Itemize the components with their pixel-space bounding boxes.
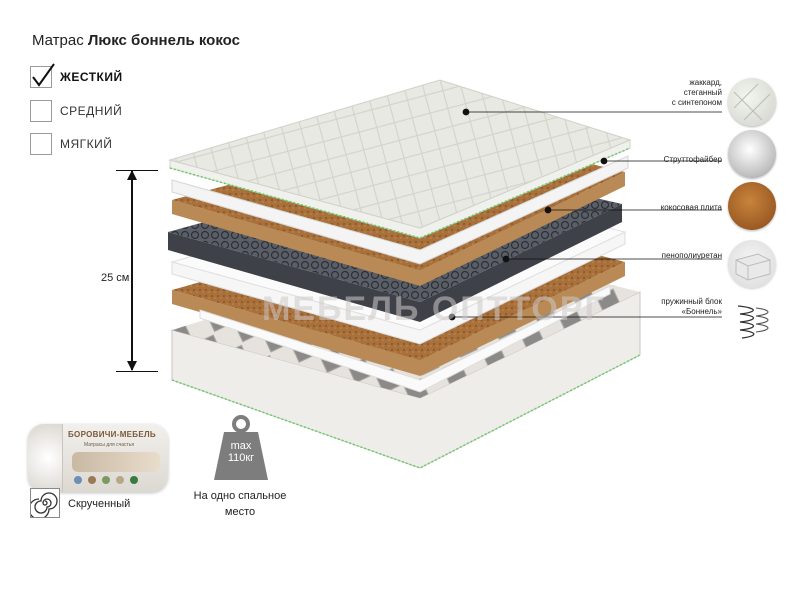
spiral-icon (28, 492, 58, 520)
weight-value: 110кг (227, 452, 255, 464)
foam-block-icon (735, 253, 771, 281)
struttofiber-layer (171, 155, 629, 265)
product-title: Матрас Люкс боннель кокос (32, 32, 240, 49)
callout-lines (448, 108, 722, 321)
weight-caption: На одно спальное место (193, 490, 287, 518)
quilt-pattern-icon (733, 83, 771, 121)
firmness-label: СРЕДНИЙ (60, 104, 123, 118)
checkmark-icon (32, 63, 55, 87)
title-name: Люкс боннель кокос (87, 32, 240, 49)
layer-label-springs: пружинный блок «Боннель» (661, 297, 722, 316)
dimension-arrows-icon (127, 170, 137, 371)
checkbox-checked[interactable] (30, 63, 55, 88)
firmness-label: ЖЕСТКИЙ (60, 70, 123, 84)
roll-feature-icons (74, 476, 138, 484)
height-label: 25 см (101, 272, 130, 284)
roll-subtitle: Матрасы для счастья (84, 442, 135, 448)
feature-dot-icon (102, 476, 110, 484)
quilted-jacquard-swatch-icon (728, 78, 776, 126)
feature-dot-icon (116, 476, 124, 484)
weight-icon (214, 415, 268, 480)
top-jacquard-layer (168, 79, 632, 239)
height-dimension-line (131, 170, 133, 370)
rolled-label: Скрученный (68, 498, 131, 510)
rolled-mattress-image: БОРОВИЧИ-МЕБЕЛЬ Матрасы для счастья (28, 424, 168, 492)
title-prefix: Матрас (32, 32, 84, 49)
feature-dot-icon (74, 476, 82, 484)
layer-label-struttofiber: Струттофайбер (663, 155, 722, 164)
feature-dot-icon (88, 476, 96, 484)
layer-label-coconut: кокосовая плита (660, 203, 722, 212)
layer-label-foam: пенополиуретан (661, 251, 722, 260)
bonnell-spring-swatch-icon (728, 296, 776, 344)
firmness-option-hard[interactable]: ЖЕСТКИЙ (30, 63, 123, 90)
foam-block-swatch-icon (728, 240, 776, 288)
layer-label-jacquard: жаккард, стеганный с синтепоном (671, 78, 722, 107)
weight-max-label: max (230, 440, 252, 452)
checkbox-unchecked[interactable] (30, 100, 52, 122)
roll-end (28, 424, 63, 492)
firmness-label: МЯГКИЙ (60, 137, 113, 151)
roll-photo-strip (72, 452, 160, 472)
weight-limit: max 110кг (210, 440, 272, 464)
firmness-option-soft[interactable]: МЯГКИЙ (30, 131, 112, 157)
watermark-text: МЕБЕЛЬ ОПТТОРГ (262, 290, 606, 328)
dimension-tick-bottom (116, 371, 158, 372)
coconut-coir-swatch-icon (728, 182, 776, 230)
dimension-tick-top (116, 170, 158, 171)
rolled-icon (28, 488, 60, 520)
spring-coil-icon (737, 305, 769, 339)
checkbox-unchecked[interactable] (30, 133, 52, 155)
struttofiber-swatch-icon (728, 130, 776, 178)
roll-brand: БОРОВИЧИ-МЕБЕЛЬ (68, 430, 156, 439)
feature-dot-icon (130, 476, 138, 484)
firmness-option-medium[interactable]: СРЕДНИЙ (30, 98, 122, 124)
